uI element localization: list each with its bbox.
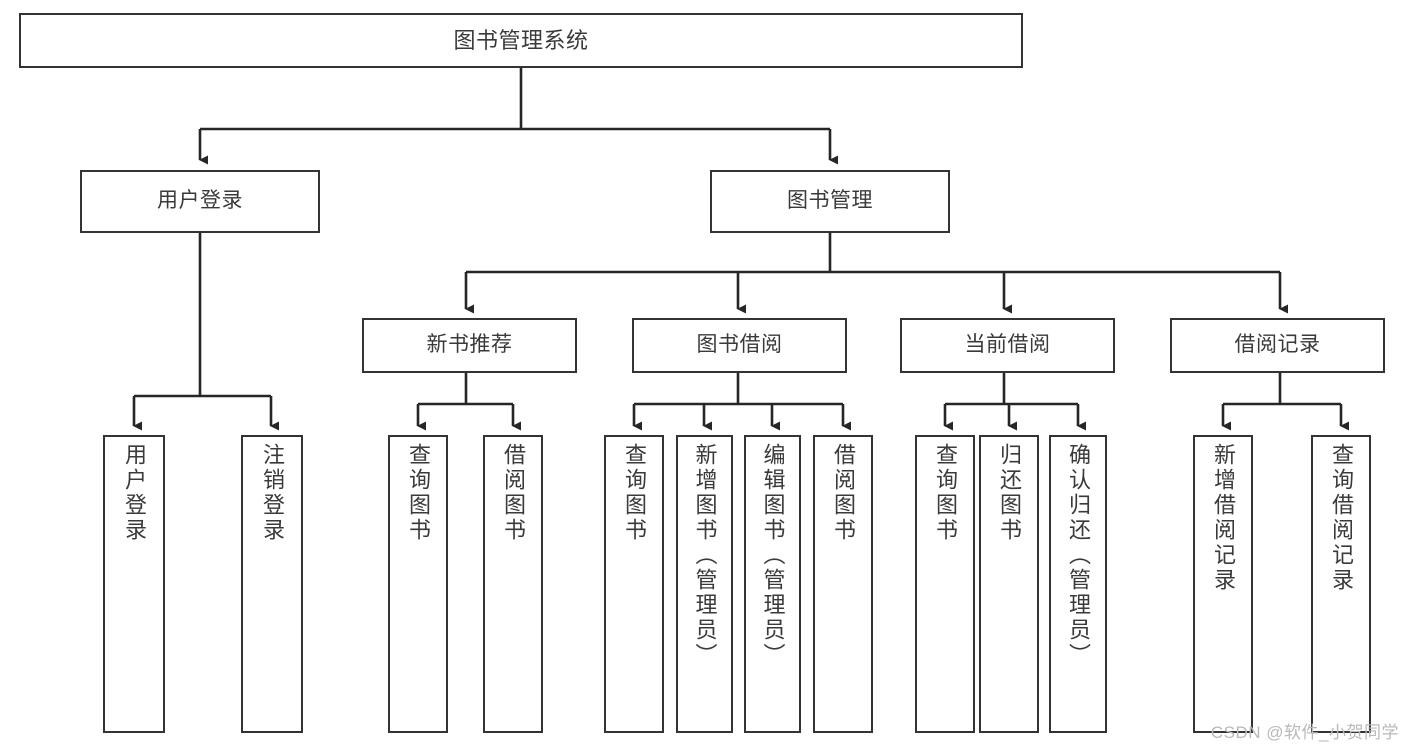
leaf-query-book-1[interactable]: 查询图书 [388,435,448,733]
leaf-query-record[interactable]: 查询借阅记录 [1311,435,1371,733]
leaf-edit-book-label: 编辑图书（管理员） [760,443,786,668]
node-user-login[interactable]: 用户登录 [80,170,320,233]
node-root-system[interactable]: 图书管理系统 [19,13,1023,68]
csdn-watermark: CSDN @软件_小贺同学 [1210,723,1399,742]
node-new-book-recommend[interactable]: 新书推荐 [362,318,577,373]
leaf-borrow-book-1[interactable]: 借阅图书 [483,435,543,733]
node-borrow-record[interactable]: 借阅记录 [1170,318,1385,373]
leaf-add-book[interactable]: 新增图书（管理员） [676,435,733,733]
node-root-system-label: 图书管理系统 [453,27,589,53]
leaf-query-record-label: 查询借阅记录 [1329,443,1354,593]
node-book-management[interactable]: 图书管理 [710,170,950,233]
leaf-borrow-book-2[interactable]: 借阅图书 [813,435,873,733]
leaf-borrow-book-1-label: 借阅图书 [501,443,526,543]
leaf-query-book-3[interactable]: 查询图书 [915,435,975,733]
leaf-query-book-1-label: 查询图书 [406,443,431,543]
leaf-add-record-label: 新增借阅记录 [1211,443,1236,593]
leaf-add-record[interactable]: 新增借阅记录 [1193,435,1253,733]
node-borrow-record-label: 借阅记录 [1234,333,1321,357]
leaf-query-book-2-label: 查询图书 [622,443,647,543]
leaf-logout-label: 注销登录 [260,443,285,543]
node-book-borrow[interactable]: 图书借阅 [632,318,847,373]
leaf-edit-book[interactable]: 编辑图书（管理员） [744,435,801,733]
node-current-borrow[interactable]: 当前借阅 [900,318,1115,373]
leaf-logout[interactable]: 注销登录 [241,435,303,733]
node-current-borrow-label: 当前借阅 [964,333,1051,357]
leaf-borrow-book-2-label: 借阅图书 [831,443,856,543]
leaf-query-book-3-label: 查询图书 [933,443,958,543]
leaf-return-book[interactable]: 归还图书 [979,435,1039,733]
leaf-user-login-label: 用户登录 [122,443,147,543]
leaf-user-login[interactable]: 用户登录 [103,435,165,733]
leaf-return-book-label: 归还图书 [997,443,1022,543]
leaf-query-book-2[interactable]: 查询图书 [604,435,664,733]
node-new-book-recommend-label: 新书推荐 [426,333,513,357]
node-user-login-label: 用户登录 [157,189,243,213]
leaf-confirm-return-label: 确认归还（管理员） [1066,443,1091,668]
leaf-add-book-label: 新增图书（管理员） [692,443,718,668]
leaf-confirm-return[interactable]: 确认归还（管理员） [1049,435,1107,733]
node-book-borrow-label: 图书借阅 [696,333,783,357]
node-book-management-label: 图书管理 [787,189,873,213]
